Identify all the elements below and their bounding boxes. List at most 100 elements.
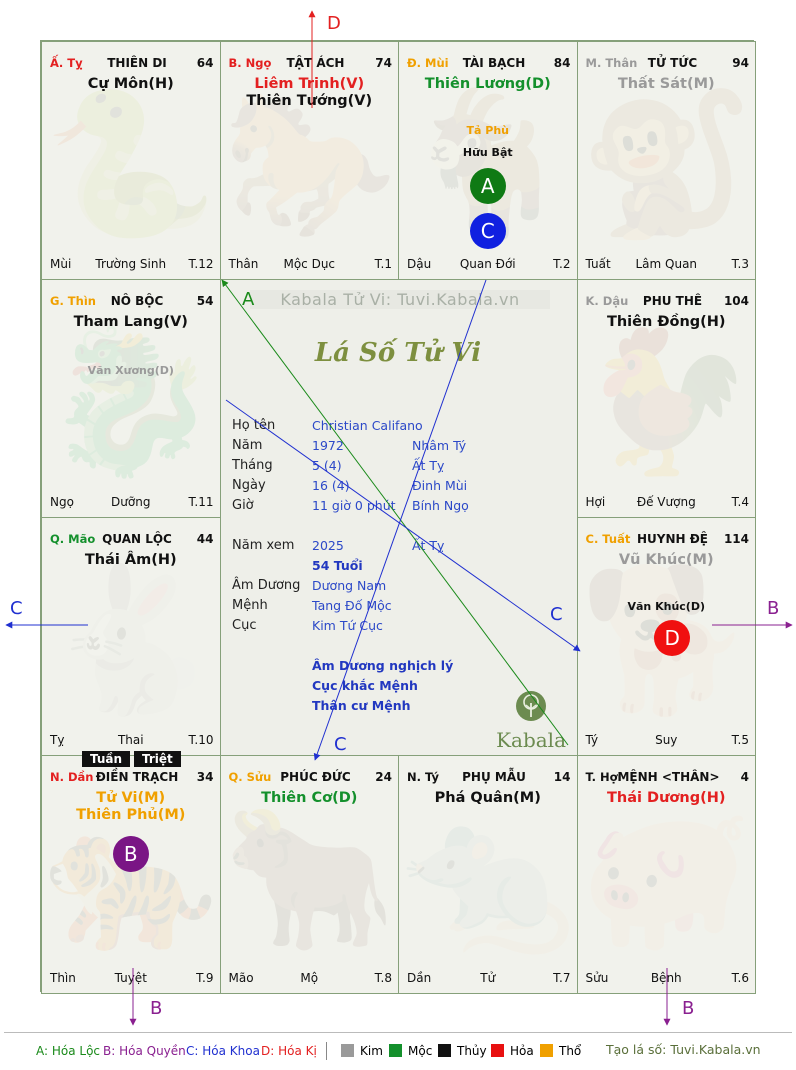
trang-sinh-label: Lâm Quan <box>635 257 698 271</box>
hoa-khoa-line-2 <box>225 399 581 652</box>
palace-age-number: 24 <box>375 770 392 784</box>
minor-star: Văn Khúc(D) <box>627 600 706 613</box>
value-gio: 11 giờ 0 phút <box>312 498 396 513</box>
hoa-badge-a: A <box>469 168 506 204</box>
major-star: Thái Âm(H) <box>84 552 177 568</box>
month-label: T.4 <box>731 495 749 509</box>
dai-han-label: Mão <box>228 971 254 985</box>
label-nam: Năm <box>232 438 263 453</box>
month-label: T.12 <box>188 257 214 271</box>
palace-age-number: 44 <box>196 532 214 546</box>
palace-age-number: 94 <box>732 56 749 70</box>
legend-separator <box>326 1042 327 1060</box>
arrow-d-top-label: D <box>327 13 341 34</box>
month-label: T.5 <box>731 733 749 747</box>
trang-sinh-label: Thai <box>117 733 144 747</box>
major-star: Thiên Phủ(M) <box>76 807 186 823</box>
dai-han-label: Thìn <box>50 971 76 985</box>
hoa-khoa-line-1-label: C <box>334 734 347 755</box>
month-label: T.7 <box>553 971 571 985</box>
kabala-brand: Kabala <box>496 728 566 752</box>
palace-can-chi: T. Hợi <box>585 770 622 784</box>
label-cuc: Cục <box>232 618 257 633</box>
trang-sinh-label: Mộ <box>300 971 319 985</box>
value-ho-ten: Christian Califano <box>312 418 423 433</box>
major-star: Thiên Tướng(V) <box>246 93 373 109</box>
month-label: T.9 <box>196 971 214 985</box>
tuan-tag: Tuần <box>82 751 131 767</box>
minor-star: Tả Phù <box>466 124 509 137</box>
palace-can-chi: Q. Sửu <box>228 770 272 784</box>
major-star: Thiên Cơ(D) <box>261 790 358 806</box>
label-ho-ten: Họ tên <box>232 418 276 433</box>
palace-name: HUYNH ĐỆ <box>637 532 708 546</box>
trang-sinh-label: Dưỡng <box>111 495 151 509</box>
dai-han-label: Tỵ <box>50 733 65 747</box>
trang-sinh-label: Đế Vượng <box>636 495 696 509</box>
major-star: Tham Lang(V) <box>73 314 188 330</box>
kabala-logo: Kabala <box>496 689 566 752</box>
palace-can-chi: Q. Mão <box>50 532 96 546</box>
legend-source-link[interactable]: Tạo lá số: Tuvi.Kabala.vn <box>606 1042 761 1057</box>
triet-tag: Triệt <box>134 751 181 767</box>
legend-thuy-label: Thủy <box>457 1044 487 1058</box>
major-star: Thiên Lương(D) <box>424 76 551 92</box>
value-nam-xem: 2025 <box>312 538 344 553</box>
legend-tho: Thổ <box>540 1044 581 1058</box>
legend-tho-label: Thổ <box>559 1044 582 1058</box>
palace-age-number: 84 <box>553 56 571 70</box>
palace-name: QUAN LỘC <box>102 532 172 546</box>
minor-star: Văn Xương(D) <box>87 364 174 377</box>
trang-sinh-label: Bệnh <box>650 971 682 985</box>
palace-can-chi: N. Dần <box>50 770 94 784</box>
trang-sinh-label: Quan Đới <box>459 257 516 271</box>
palace-can-chi: B. Ngọ <box>228 56 272 70</box>
label-menh: Mệnh <box>232 598 268 613</box>
palace-can-chi: K. Dậu <box>585 294 629 308</box>
month-label: T.11 <box>188 495 214 509</box>
palace-name: TÀI BẠCH <box>462 56 526 70</box>
trang-sinh-label: Tử <box>480 971 496 985</box>
palace-can-chi: Ấ. Tỵ <box>50 56 83 70</box>
palace-can-chi: G. Thìn <box>50 294 96 308</box>
tho-swatch <box>540 1044 553 1057</box>
palace-name: TẬT ÁCH <box>286 56 345 70</box>
value-thang-can: Ất Tỵ <box>412 458 445 473</box>
month-label: T.2 <box>553 257 571 271</box>
trang-sinh-label: Suy <box>655 733 678 747</box>
palace-name: PHU THÊ <box>642 294 703 308</box>
palace-age-number: 4 <box>740 770 749 784</box>
dai-han-label: Hợi <box>585 495 606 509</box>
hoa-swatch <box>491 1044 504 1057</box>
label-gio: Giờ <box>232 498 254 513</box>
label-thang: Tháng <box>232 458 273 473</box>
palace-age-number: 114 <box>723 532 749 546</box>
trang-sinh-label: Mộc Dục <box>283 257 336 271</box>
legend-hoa-khoa: C: Hóa Khoa <box>186 1044 260 1058</box>
legend-bar: A: Hóa Lộc B: Hóa Quyền C: Hóa Khoa D: H… <box>0 1030 796 1070</box>
trang-sinh-label: Trường Sinh <box>95 257 167 271</box>
palace-can-chi: M. Thân <box>585 56 638 70</box>
palace-name: TỬ TỨC <box>647 56 698 70</box>
center-info-panel: Kabala Tử Vi: Tuvi.Kabala.vn Lá Số Tử Vi… <box>220 280 576 756</box>
hoa-khoa-line-1 <box>313 279 487 761</box>
major-star: Phá Quân(M) <box>434 790 541 806</box>
major-star: Thiên Đồng(H) <box>606 314 726 330</box>
palace-name: PHÚC ĐỨC <box>280 770 351 784</box>
legend-moc: Mộc <box>389 1044 432 1058</box>
palace-name: MỆNH <THÂN> <box>617 770 720 784</box>
major-star: Tử Vi(M) <box>96 790 166 806</box>
palace-name: ĐIỀN TRẠCH <box>95 770 179 784</box>
major-star: Thất Sát(M) <box>617 76 715 92</box>
dai-han-label: Tý <box>585 733 599 747</box>
label-am-duong: Âm Dương <box>232 578 301 593</box>
hoa-loc-line <box>221 279 569 746</box>
label-ngay: Ngày <box>232 478 266 493</box>
legend-divider <box>4 1032 792 1033</box>
dai-han-label: Sửu <box>585 971 609 985</box>
dai-han-label: Dần <box>407 971 432 985</box>
month-label: T.6 <box>731 971 749 985</box>
trang-sinh-label: Tuyệt <box>114 971 147 985</box>
palace-age-number: 104 <box>723 294 749 308</box>
